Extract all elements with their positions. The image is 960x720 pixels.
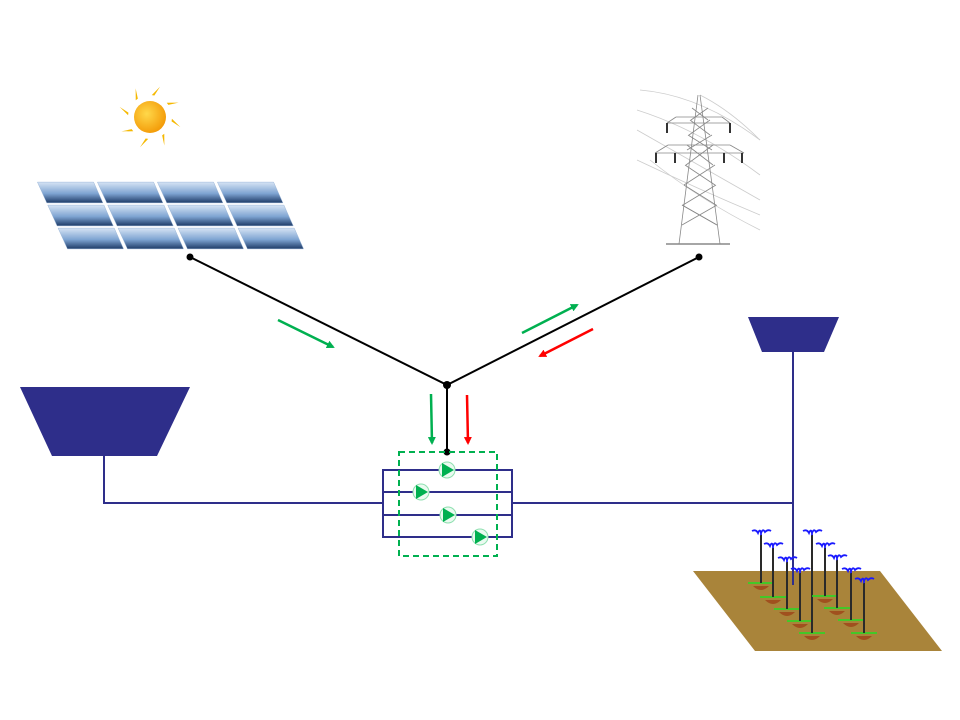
sun-ray bbox=[121, 129, 134, 132]
wire-grid bbox=[446, 256, 700, 386]
plant-icon bbox=[774, 556, 800, 616]
solar-panel bbox=[47, 204, 114, 227]
leaves bbox=[777, 556, 798, 564]
junction-node bbox=[443, 381, 451, 389]
plant-icon bbox=[824, 554, 850, 615]
soil-mound bbox=[829, 611, 845, 615]
pump-manifold bbox=[382, 469, 513, 538]
sun-ray bbox=[166, 102, 179, 105]
solar-panel bbox=[57, 227, 124, 250]
soil-mound bbox=[817, 599, 833, 603]
soil-mound bbox=[804, 636, 820, 640]
solar-panel bbox=[37, 181, 104, 204]
solar-panel bbox=[237, 227, 304, 250]
sun-disc bbox=[134, 101, 166, 133]
solar-panel bbox=[177, 227, 244, 250]
plant-icon bbox=[838, 567, 864, 627]
irrigated-field bbox=[693, 571, 942, 651]
plant-icon bbox=[812, 542, 838, 603]
pumps bbox=[412, 461, 489, 546]
sun-icon bbox=[119, 86, 181, 148]
solar-panel bbox=[117, 227, 184, 250]
soil-mound bbox=[753, 586, 769, 590]
soil-mound bbox=[843, 623, 859, 627]
solar-panel-array bbox=[37, 181, 304, 250]
arrow-node-to-pump-green bbox=[427, 393, 436, 445]
solar-panel bbox=[97, 181, 164, 204]
pump-icon bbox=[412, 483, 430, 501]
pump-station-boundary bbox=[398, 451, 498, 557]
pump-terminal bbox=[443, 448, 451, 456]
leaves bbox=[815, 542, 836, 550]
solar-panel bbox=[107, 204, 174, 227]
solar-panel bbox=[157, 181, 224, 204]
arrow-node-to-grid bbox=[521, 303, 579, 335]
leaves bbox=[841, 567, 862, 575]
sun-ray bbox=[162, 133, 165, 146]
pump-icon bbox=[438, 461, 456, 479]
arrow-grid-to-node bbox=[538, 327, 594, 358]
soil-mound bbox=[856, 636, 872, 640]
leaves bbox=[763, 542, 784, 550]
solar-panel bbox=[217, 181, 284, 204]
elevated-tank bbox=[748, 317, 839, 352]
sun-ray bbox=[151, 86, 161, 96]
solar-panel bbox=[227, 204, 294, 227]
sun-ray bbox=[171, 118, 181, 128]
sun-ray bbox=[119, 106, 129, 116]
arrow-solar-to-node bbox=[277, 318, 335, 349]
sun-ray bbox=[139, 138, 149, 148]
plant-icon bbox=[760, 542, 786, 604]
leaves bbox=[751, 529, 772, 537]
grid-terminal bbox=[695, 253, 703, 261]
leaves bbox=[790, 567, 811, 575]
solar-panel bbox=[167, 204, 234, 227]
plant-icon bbox=[748, 529, 774, 590]
plant-icon bbox=[851, 577, 877, 640]
crop-plants bbox=[748, 529, 877, 640]
leaves bbox=[827, 554, 848, 562]
plant-icon bbox=[787, 567, 813, 628]
sun-ray bbox=[135, 88, 138, 101]
wire-solar bbox=[189, 256, 448, 386]
soil-mound bbox=[792, 624, 808, 628]
pump-icon bbox=[439, 506, 457, 524]
plant-icon bbox=[799, 529, 825, 640]
pump-icon bbox=[471, 528, 489, 546]
solar-terminal bbox=[186, 253, 194, 261]
leaves bbox=[854, 577, 875, 585]
suction-pipe bbox=[103, 456, 383, 504]
leaves bbox=[802, 529, 823, 537]
soil-mound bbox=[765, 600, 781, 604]
electrical-wiring bbox=[189, 256, 700, 452]
arrow-node-to-pump-red bbox=[463, 394, 472, 445]
soil-mound bbox=[779, 612, 795, 616]
source-reservoir bbox=[20, 387, 190, 456]
power-pylon-icon bbox=[636, 89, 761, 245]
